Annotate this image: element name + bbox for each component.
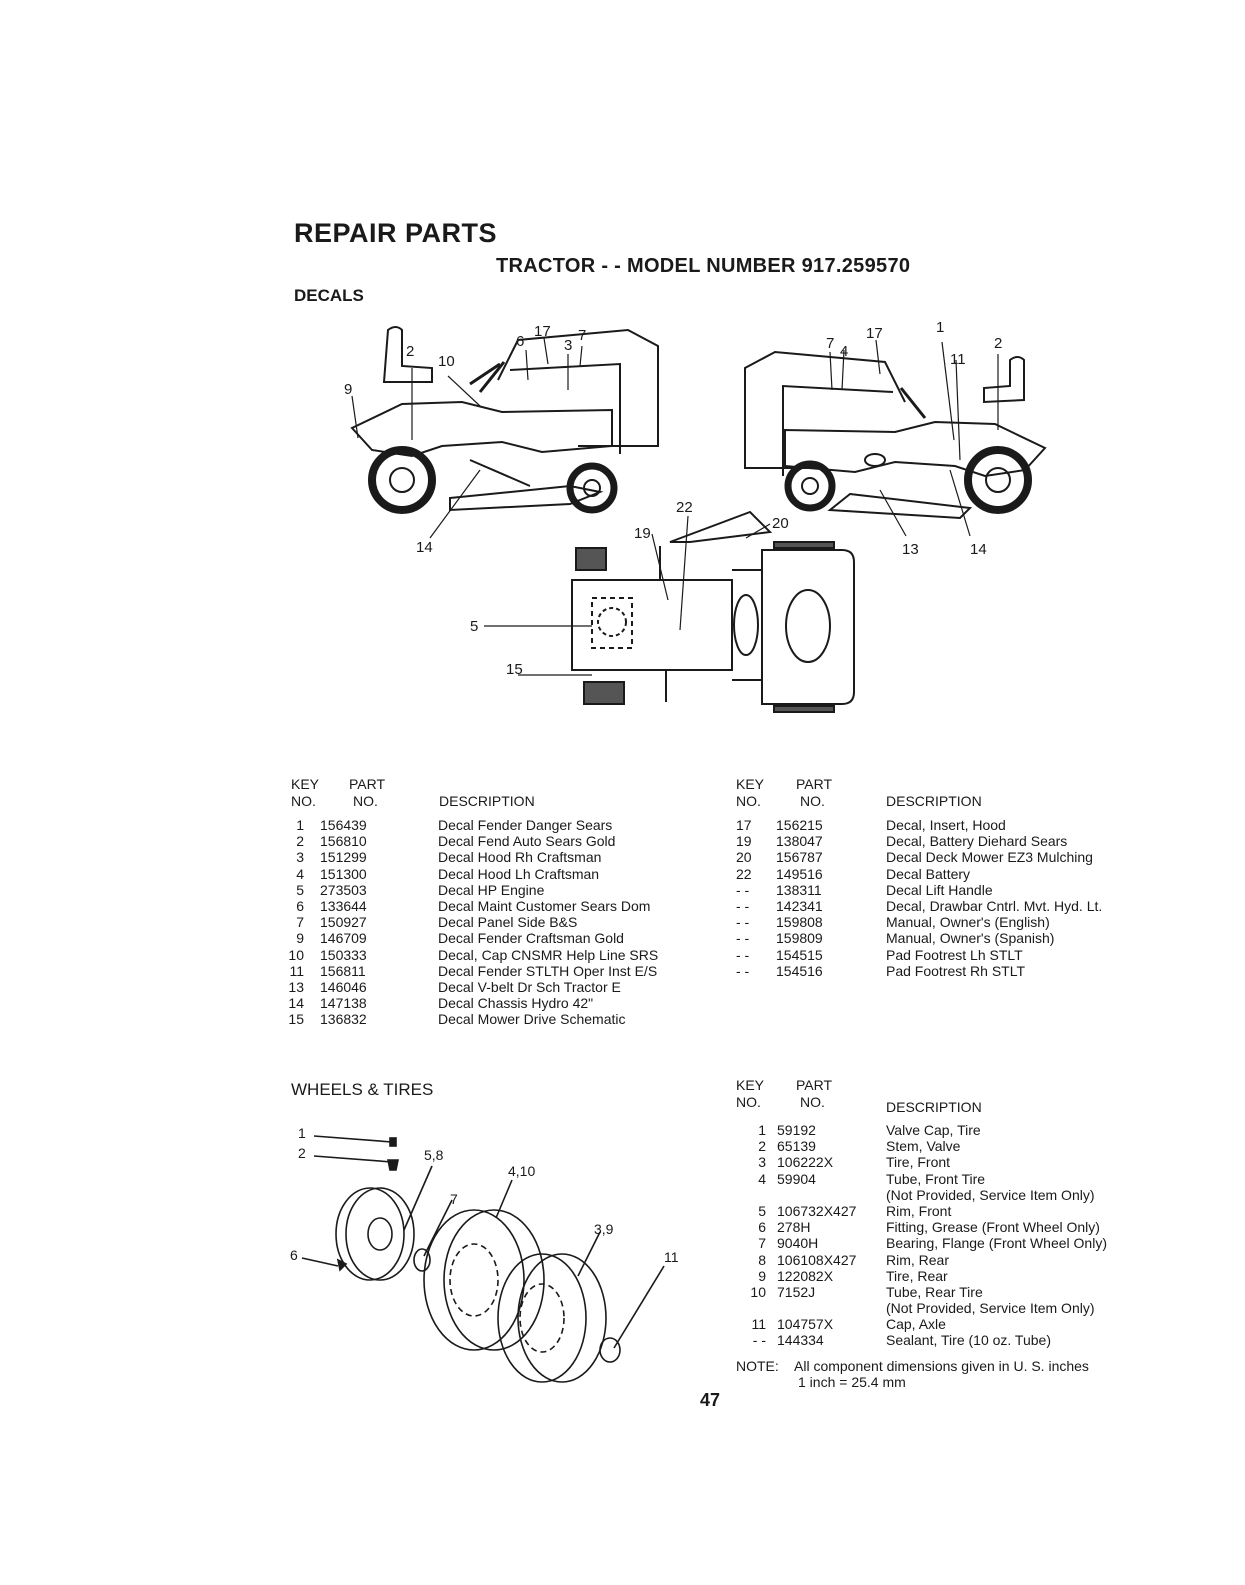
wheels-diagram: 1 2 5,8 4,10 7 3,9 6 11	[290, 1125, 679, 1383]
callout-label: 1	[936, 319, 944, 336]
callout-label: 10	[438, 353, 455, 370]
wheels-table-header: KEY NO. PART NO. DESCRIPTION	[736, 1077, 1136, 1115]
callout-label: 13	[902, 541, 919, 558]
page-number: 47	[700, 1390, 721, 1410]
axle-cap-illustration	[599, 1337, 621, 1363]
key-header: KEY	[291, 776, 320, 792]
callout-label: 4	[840, 343, 848, 360]
callout-label: 7	[450, 1191, 458, 1207]
callout-label: 6	[516, 333, 524, 350]
tractor-left-illustration	[350, 326, 659, 514]
tractor-top-view-illustration	[571, 510, 855, 713]
description-header: DESCRIPTION	[886, 793, 982, 809]
note-line-1: All component dimensions given in U. S. …	[794, 1358, 1089, 1374]
part-no-header: NO.	[800, 1094, 825, 1110]
part-header: PART	[796, 1077, 833, 1093]
callout-label: 9	[344, 381, 352, 398]
decals-table-header-right: KEY NO. PART NO. DESCRIPTION	[736, 776, 1136, 812]
callout-label: 11	[664, 1249, 679, 1265]
no-header: NO.	[736, 793, 761, 809]
callout-label: 7	[826, 335, 834, 352]
front-tire-illustration	[423, 1209, 525, 1351]
callout-label: 1	[298, 1125, 306, 1141]
callout-label: 6	[290, 1247, 298, 1263]
callout-label: 15	[506, 661, 523, 678]
callout-label: 7	[578, 327, 586, 344]
decals-diagram: 2 10 6 17 3 7 9 14 7 4 17 1 11 2 13 14 2…	[344, 319, 1047, 713]
decals-section-title: DECALS	[294, 286, 364, 305]
no-header: NO.	[736, 1094, 761, 1110]
callout-label: 4,10	[508, 1163, 535, 1179]
callout-label: 14	[970, 541, 987, 558]
no-header: NO.	[291, 793, 316, 809]
callout-label: 3	[564, 337, 572, 354]
callout-label: 3,9	[594, 1221, 614, 1237]
callout-label: 2	[406, 343, 414, 360]
description-header: DESCRIPTION	[886, 1099, 982, 1115]
callout-label: 22	[676, 499, 693, 516]
callout-label: 5,8	[424, 1147, 444, 1163]
callout-label: 19	[634, 525, 651, 542]
page-title: REPAIR PARTS	[294, 218, 498, 248]
wheels-section-title: WHEELS & TIRES	[291, 1080, 434, 1099]
tractor-right-illustration	[744, 350, 1047, 520]
decals-table-header-left: KEY NO. PART NO. DESCRIPTION	[291, 776, 691, 812]
key-header: KEY	[736, 776, 765, 792]
callout-label: 20	[772, 515, 789, 532]
callout-label: 11	[950, 351, 966, 368]
note-block: NOTE: All component dimensions given in …	[736, 1358, 1196, 1392]
note-line-2: 1 inch = 25.4 mm	[798, 1374, 906, 1390]
description-header: DESCRIPTION	[439, 793, 535, 809]
rear-tire-illustration	[497, 1253, 587, 1383]
callout-label: 17	[534, 323, 551, 340]
note-label: NOTE:	[736, 1358, 779, 1374]
front-rim-illustration	[345, 1187, 415, 1281]
part-header: PART	[796, 776, 833, 792]
part-no-header: NO.	[800, 793, 825, 809]
callout-label: 14	[416, 539, 433, 556]
callout-label: 5	[470, 618, 478, 635]
callout-label: 17	[866, 325, 883, 342]
key-header: KEY	[736, 1077, 765, 1093]
model-subtitle: TRACTOR - - MODEL NUMBER 917.259570	[496, 255, 911, 277]
callout-label: 2	[298, 1145, 306, 1161]
part-header: PART	[349, 776, 386, 792]
callout-label: 2	[994, 335, 1002, 352]
part-no-header: NO.	[353, 793, 378, 809]
